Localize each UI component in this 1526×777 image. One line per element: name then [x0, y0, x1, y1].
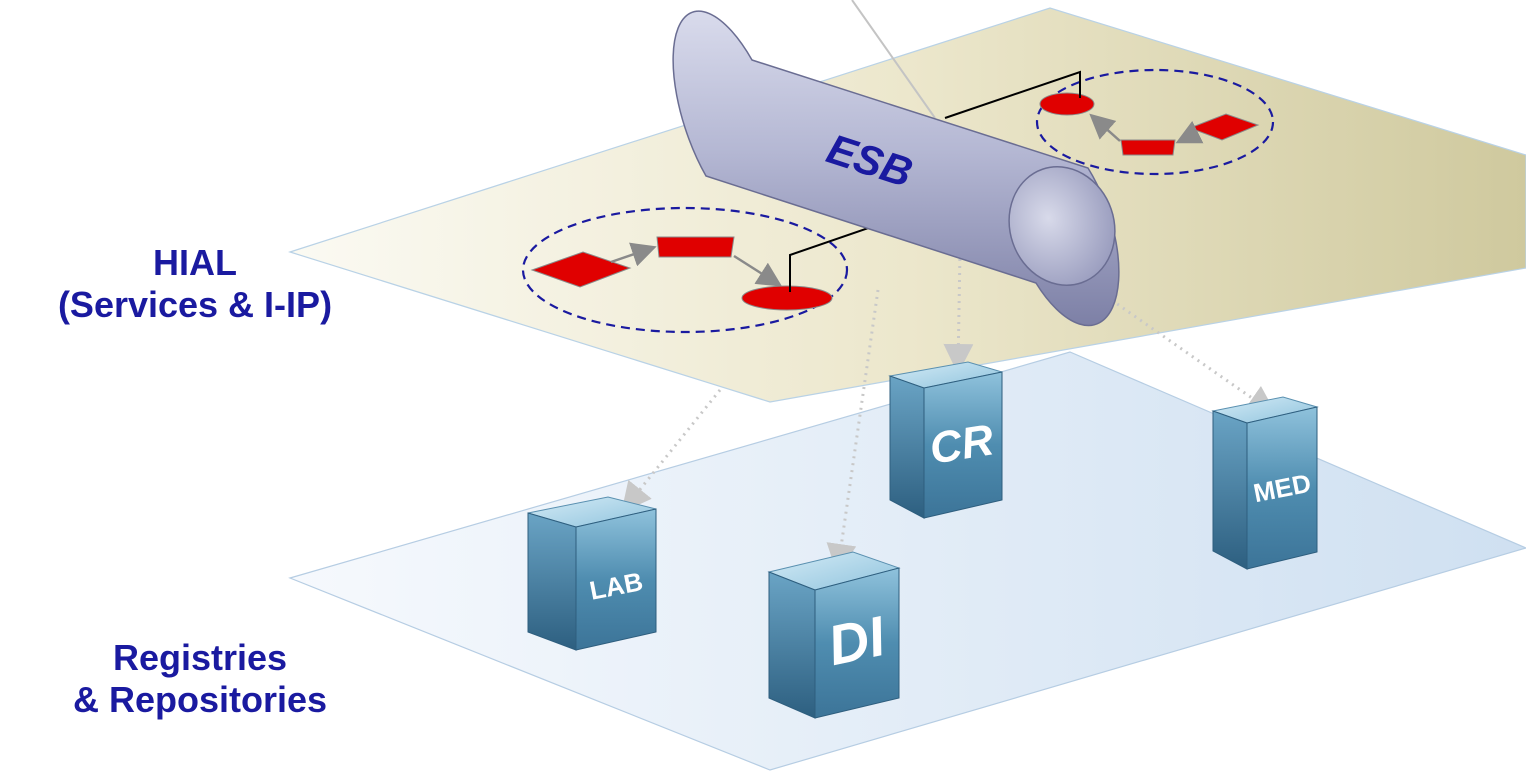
cr-server-box: CR — [888, 361, 1003, 519]
hial-label-line2: (Services & I-IP) — [57, 284, 333, 325]
left-rectangle — [656, 236, 735, 258]
esb-cylinder-cap — [1008, 166, 1116, 286]
esb-cylinder: ESB — [672, 10, 1120, 327]
connector-to-di — [826, 289, 880, 574]
left-oval — [741, 285, 833, 311]
registries-label-line2: & Repositories — [72, 679, 328, 720]
left-process-group — [521, 204, 936, 334]
left-dashed-boundary — [521, 206, 849, 334]
right-diamond — [1188, 113, 1260, 141]
hial-layer-label: HIAL (Services & I-IP) — [0, 242, 390, 326]
connector-to-lab — [621, 389, 722, 513]
right-process-group — [944, 68, 1275, 176]
registries-layer-label: Registries & Repositories — [0, 637, 400, 721]
esb-to-server-connectors — [621, 251, 1277, 574]
right-dashed-boundary — [1035, 68, 1275, 176]
esb-cylinder-body — [672, 10, 1120, 327]
hial-label-line1: HIAL — [153, 242, 237, 283]
right-rectangle — [1120, 139, 1176, 156]
left-diamond — [530, 251, 632, 288]
right-oval — [1039, 92, 1095, 116]
di-server-box: DI — [767, 551, 901, 719]
registries-label-line1: Registries — [112, 637, 288, 678]
cr-label: CR — [926, 415, 997, 473]
lab-server-box: LAB — [527, 496, 657, 651]
top-connector-line — [851, 0, 936, 119]
med-server-box: MED — [1211, 396, 1319, 570]
right-link-to-esb — [944, 70, 1081, 119]
